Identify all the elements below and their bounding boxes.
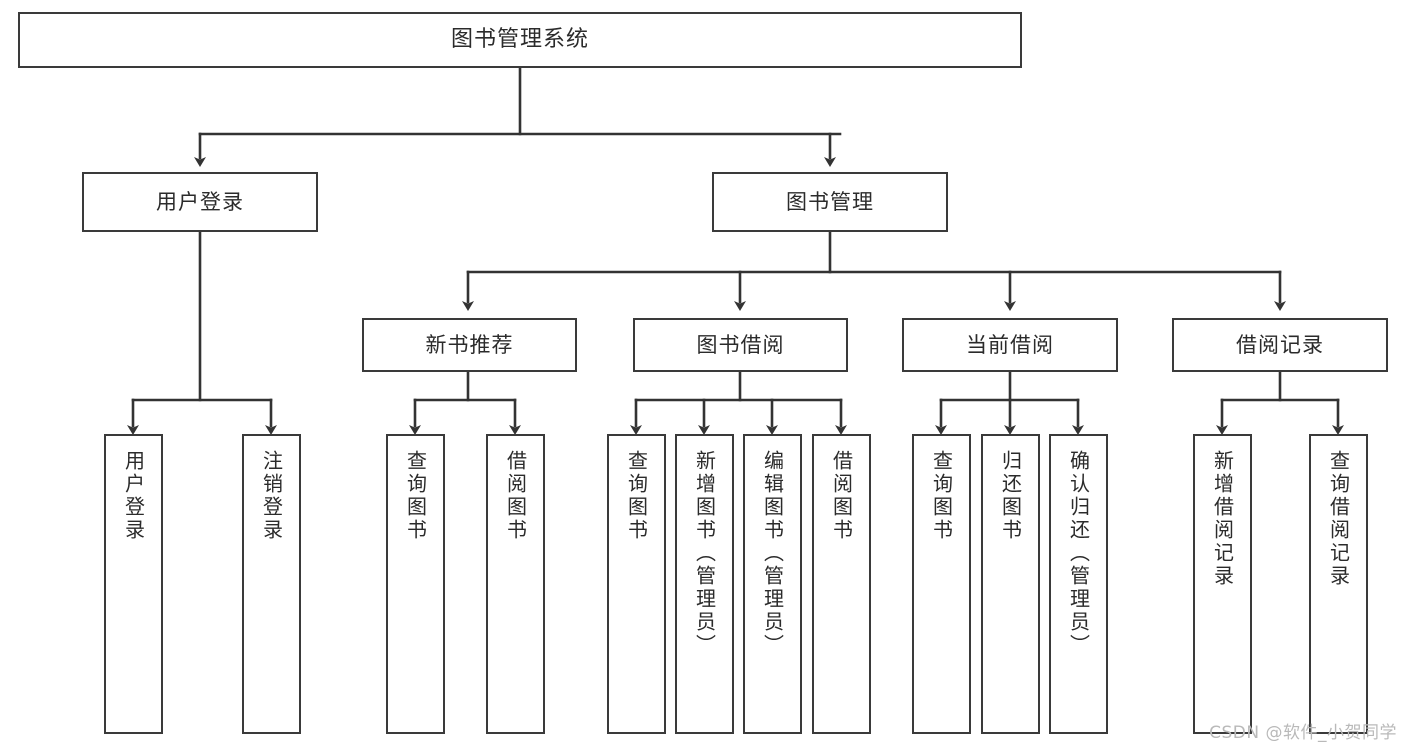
node-label: 图书管理系统 (450, 27, 589, 53)
node-label: 归还图书 (998, 450, 1023, 542)
leaf-return-book[interactable]: 归还图书 (981, 434, 1040, 734)
node-label: 借阅记录 (1236, 332, 1324, 357)
leaf-query-book-new-recommend[interactable]: 查询图书 (386, 434, 445, 734)
node-label: 注销登录 (259, 450, 284, 542)
node-label: 新书推荐 (425, 332, 514, 357)
node-root-book-management-system[interactable]: 图书管理系统 (18, 12, 1022, 68)
node-label: 查询图书 (624, 450, 649, 542)
leaf-query-book-current[interactable]: 查询图书 (912, 434, 971, 734)
leaf-query-borrow-record[interactable]: 查询借阅记录 (1309, 434, 1368, 734)
csdn-watermark: CSDN @软件_小贺同学 (1209, 723, 1397, 743)
node-new-book-recommend[interactable]: 新书推荐 (362, 318, 577, 372)
leaf-edit-book-admin[interactable]: 编辑图书（管理员） (743, 434, 802, 734)
node-label: 图书借阅 (696, 332, 785, 357)
leaf-borrow-book[interactable]: 借阅图书 (812, 434, 871, 734)
leaf-add-book-admin[interactable]: 新增图书（管理员） (675, 434, 734, 734)
node-current-borrow[interactable]: 当前借阅 (902, 318, 1118, 372)
leaf-confirm-return-admin[interactable]: 确认归还（管理员） (1049, 434, 1108, 734)
node-label: 借阅图书 (503, 450, 528, 542)
node-borrow-record[interactable]: 借阅记录 (1172, 318, 1388, 372)
leaf-borrow-book-new-recommend[interactable]: 借阅图书 (486, 434, 545, 734)
node-book-borrow[interactable]: 图书借阅 (633, 318, 848, 372)
leaf-logout[interactable]: 注销登录 (242, 434, 301, 734)
node-label: 查询借阅记录 (1326, 450, 1351, 588)
node-label: 当前借阅 (966, 332, 1054, 357)
node-label: 图书管理 (786, 189, 874, 214)
node-label: 查询图书 (929, 450, 954, 542)
node-label: 新增图书（管理员） (692, 450, 717, 657)
leaf-add-borrow-record[interactable]: 新增借阅记录 (1193, 434, 1252, 734)
leaf-user-login[interactable]: 用户登录 (104, 434, 163, 734)
leaf-query-book-borrow[interactable]: 查询图书 (607, 434, 666, 734)
node-user-login[interactable]: 用户登录 (82, 172, 318, 232)
node-label: 编辑图书（管理员） (760, 450, 785, 657)
node-label: 用户登录 (121, 450, 146, 542)
node-book-management[interactable]: 图书管理 (712, 172, 948, 232)
node-label: 用户登录 (156, 189, 244, 214)
node-label: 借阅图书 (829, 450, 854, 542)
node-label: 确认归还（管理员） (1066, 450, 1091, 657)
node-label: 查询图书 (403, 450, 428, 542)
node-label: 新增借阅记录 (1210, 450, 1235, 588)
